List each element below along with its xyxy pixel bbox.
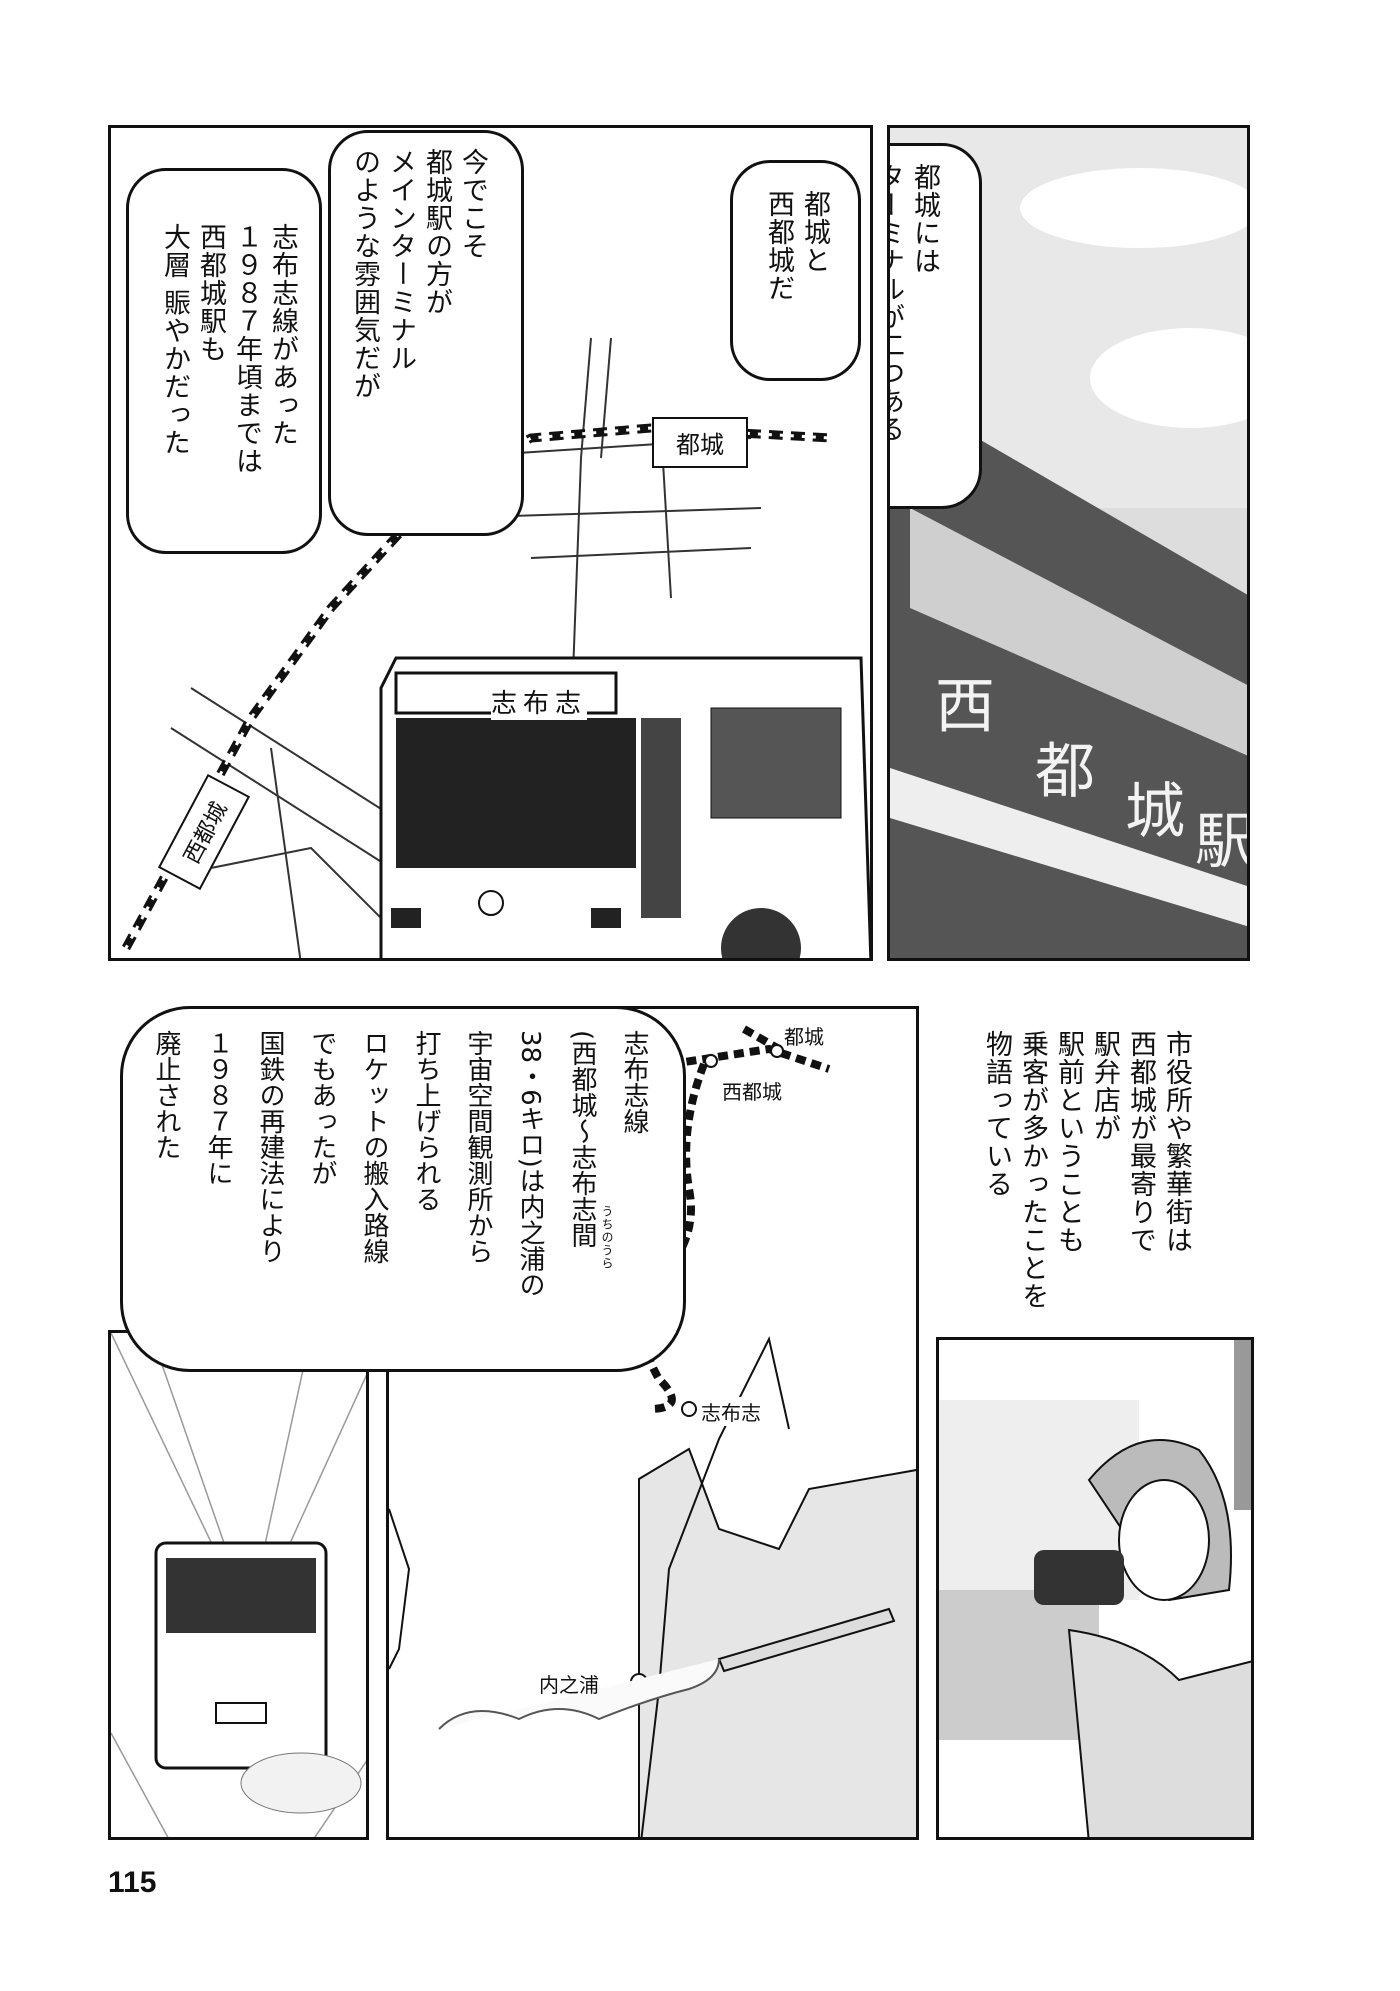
map-label-nishimiyakonojo: 西都城: [722, 1076, 782, 1105]
speech-bubble-text-shibushi-line: 志布志線 (西都城〜志布志間 38・6キロ)は内之浦の 宇宙空間観測所から 打ち…: [151, 1030, 649, 1298]
shibushi-line: [640, 1062, 708, 1413]
map-illustration: [122, 337, 870, 958]
map-label-miyakonojo: 都城: [652, 417, 748, 468]
speech-bubble-text-miyakonojo-nishi: 都城と 西都城だ: [763, 190, 830, 302]
bus-illustration: [379, 656, 870, 958]
speech-bubble-text-1987: 志布志線があった １９８７年頃までは 西都城駅も 大層 賑やかだった: [159, 223, 298, 475]
speech-bubble-miyakonojo-nishi: [730, 160, 861, 381]
station-sign-char: 都: [1035, 737, 1095, 807]
station-sign-char: 城: [1125, 777, 1185, 847]
map-label-shibushi: 志布志: [701, 1397, 761, 1426]
panel-bus-leaving: [108, 1330, 369, 1840]
route-map: [389, 1025, 916, 1837]
bus-rear-illustration: [111, 1333, 366, 1837]
station-sign-char: 駅: [1195, 807, 1250, 877]
speech-bubble-now: [328, 130, 524, 536]
station-sign-char: 西: [935, 672, 995, 742]
narration-city-hall: 市役所や繁華街は 西都城が最寄りで 駅弁店が 駅前ということも 乗客が多かったこ…: [981, 1030, 1192, 1310]
speech-bubble-text-two-terminals: 都城には ターミナルが二つある: [887, 163, 940, 443]
station-marker-shibushi: [681, 1401, 697, 1417]
ruby-uchinoura: うちのうら: [600, 1205, 614, 1270]
map-label-miyakonojo: 都城: [784, 1021, 824, 1050]
woman-camera-illustration: [939, 1340, 1251, 1837]
panel-woman-camera: [936, 1337, 1254, 1840]
map-label-uchinoura: 内之浦: [539, 1673, 599, 1697]
page-number: 115: [108, 1866, 157, 1899]
speech-bubble-shibushi-line: [120, 1006, 686, 1372]
speech-bubble-1987: [126, 168, 322, 554]
panel-station: 都城には ターミナルが二つある 西 都 城 駅: [887, 125, 1250, 961]
rocket: [717, 1607, 896, 1673]
speech-bubble-two-terminals: [890, 143, 982, 509]
speech-bubble-text-now: 今でこそ 都城駅の方が メインターミナル のような雰囲気だが: [349, 148, 488, 400]
bus-destination-sign: 志布志: [491, 683, 588, 720]
station-marker-miyakonojo: [770, 1044, 784, 1058]
station-marker-nishimiyakonojo: [704, 1054, 718, 1068]
